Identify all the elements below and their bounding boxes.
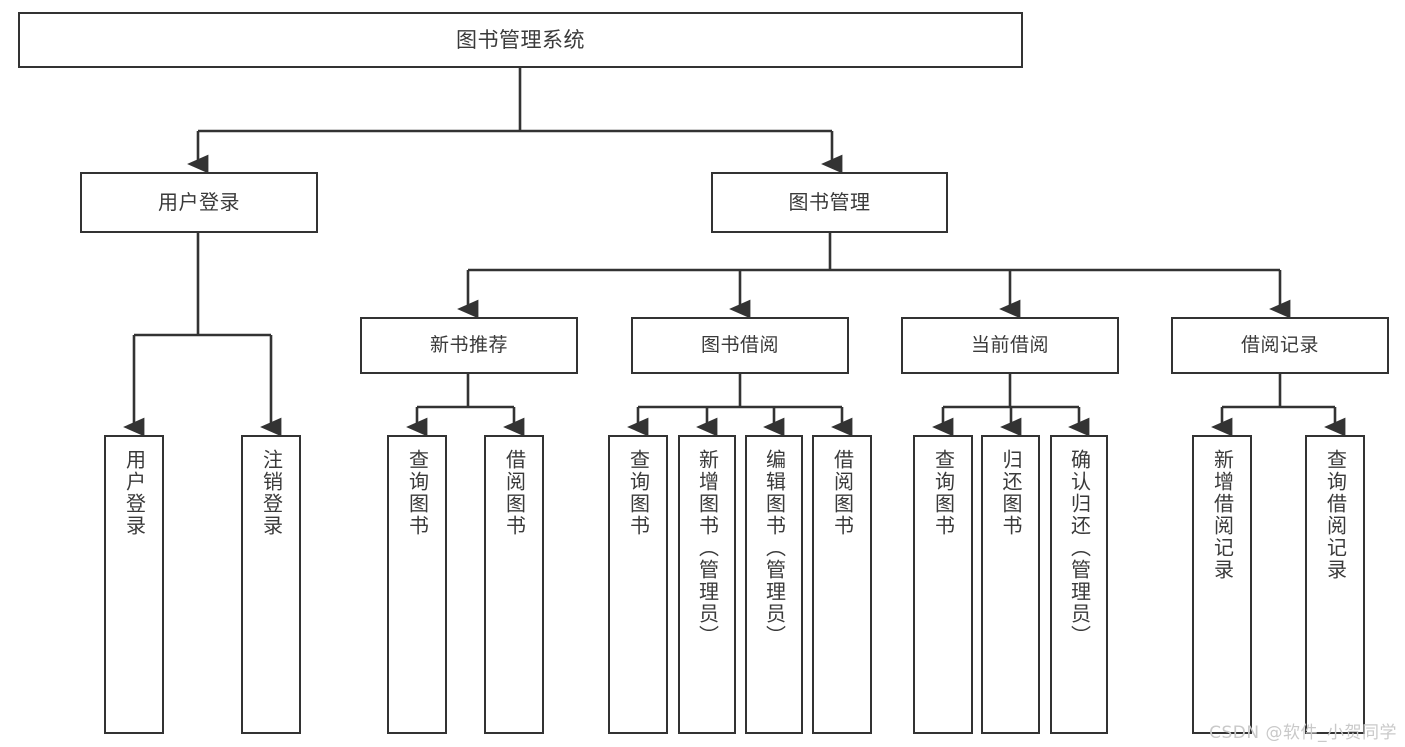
node-current-borrow[interactable]: 当前借阅 (901, 317, 1119, 374)
node-label: 查询借阅记录 (1323, 449, 1348, 581)
leaf-borrowrecord-query-record[interactable]: 查询借阅记录 (1305, 435, 1365, 734)
leaf-newbook-query-book[interactable]: 查询图书 (387, 435, 447, 734)
leaf-currentborrow-query-book[interactable]: 查询图书 (913, 435, 973, 734)
node-label: 当前借阅 (970, 334, 1049, 357)
node-label: 新增借阅记录 (1210, 449, 1235, 581)
leaf-bookborrow-edit-book-admin[interactable]: 编辑图书（管理员） (745, 435, 803, 734)
node-label: 查询图书 (405, 449, 430, 537)
leaf-currentborrow-return-book[interactable]: 归还图书 (981, 435, 1040, 734)
leaf-user-logout[interactable]: 注销登录 (241, 435, 301, 734)
node-root-system[interactable]: 图书管理系统 (18, 12, 1023, 68)
node-label: 编辑图书（管理员） (762, 449, 787, 647)
node-user-login[interactable]: 用户登录 (80, 172, 318, 233)
node-label: 新增图书（管理员） (695, 449, 720, 647)
node-label: 查询图书 (626, 449, 651, 537)
leaf-borrowrecord-add-record[interactable]: 新增借阅记录 (1192, 435, 1252, 734)
leaf-bookborrow-query-book[interactable]: 查询图书 (608, 435, 668, 734)
csdn-watermark: CSDN @软件_小贺同学 (1209, 723, 1397, 743)
leaf-user-login[interactable]: 用户登录 (104, 435, 164, 734)
node-label: 图书管理 (788, 189, 871, 214)
node-book-borrow[interactable]: 图书借阅 (631, 317, 849, 374)
node-new-book-recommend[interactable]: 新书推荐 (360, 317, 578, 374)
node-label: 用户登录 (158, 189, 240, 214)
leaf-currentborrow-confirm-return-admin[interactable]: 确认归还（管理员） (1050, 435, 1108, 734)
node-label: 注销登录 (259, 449, 284, 537)
node-label: 查询图书 (931, 449, 956, 537)
node-label: 确认归还（管理员） (1067, 449, 1092, 647)
node-label: 新书推荐 (429, 334, 508, 357)
node-label: 借阅记录 (1240, 334, 1319, 357)
node-label: 图书管理系统 (456, 27, 585, 52)
node-book-manage[interactable]: 图书管理 (711, 172, 948, 233)
node-label: 借阅图书 (502, 449, 527, 537)
node-label: 借阅图书 (830, 449, 855, 537)
leaf-bookborrow-borrow-book[interactable]: 借阅图书 (812, 435, 872, 734)
leaf-newbook-borrow-book[interactable]: 借阅图书 (484, 435, 544, 734)
leaf-bookborrow-add-book-admin[interactable]: 新增图书（管理员） (678, 435, 736, 734)
node-label: 用户登录 (122, 449, 147, 537)
node-borrow-record[interactable]: 借阅记录 (1171, 317, 1389, 374)
node-label: 图书借阅 (700, 334, 779, 357)
node-label: 归还图书 (999, 449, 1023, 537)
